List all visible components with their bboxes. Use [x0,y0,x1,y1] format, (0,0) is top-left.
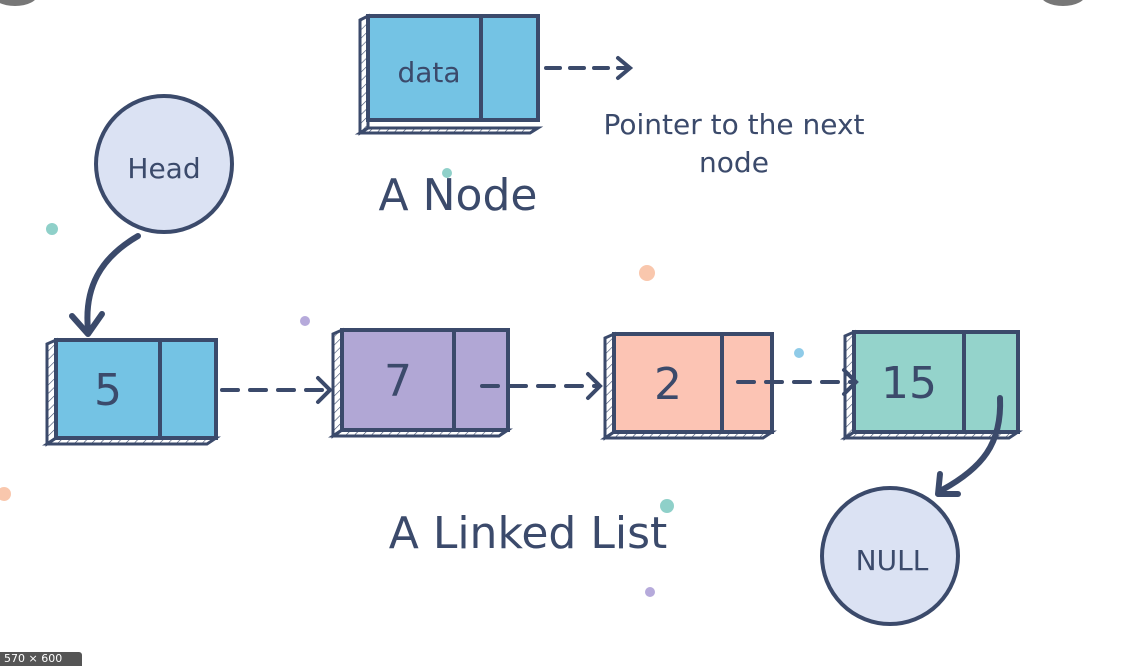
dot [46,223,58,235]
next-pointer-arrows [220,368,859,404]
node-value: 5 [94,365,122,416]
head-arrow [69,233,141,337]
list-node-1: 5 [42,337,221,447]
next-arrow-1 [220,376,333,404]
legend-node-box [366,14,540,122]
legend-pointer-arrow [544,56,634,80]
node-value: 15 [881,358,937,409]
null-arrow [935,395,1004,497]
legend-node: data [354,13,544,136]
pointer-caption-line2: node [699,146,769,179]
list-nodes: 5 7 2 15 [42,327,1023,447]
legend-data-label: data [397,56,460,89]
dot [442,168,452,178]
head-circle: Head [94,94,234,234]
next-arrow-2 [480,372,603,400]
dot [660,499,674,513]
corner-decoration [0,0,38,6]
node-value: 2 [654,359,682,410]
list-node-4: 15 [840,329,1023,441]
list-node-2: 7 [328,327,513,439]
dot [639,265,655,281]
null-circle: NULL [820,486,960,626]
node-box [340,328,510,432]
null-label: NULL [856,544,929,577]
node-box [54,338,218,440]
decorative-dots [0,168,804,597]
dot [794,348,804,358]
node-box [852,330,1020,434]
dot [0,487,11,501]
list-node-3: 2 [600,331,777,441]
node-value: 7 [384,356,412,407]
pointer-caption-line1: Pointer to the next [603,108,864,141]
node-title: A Node [379,170,538,221]
corner-decoration [1040,0,1086,6]
image-size-badge: 570 × 600 [0,652,82,666]
dot [645,587,655,597]
next-arrow-3 [736,368,859,396]
head-label: Head [127,152,200,185]
list-title: A Linked List [389,508,668,559]
dot [300,316,310,326]
